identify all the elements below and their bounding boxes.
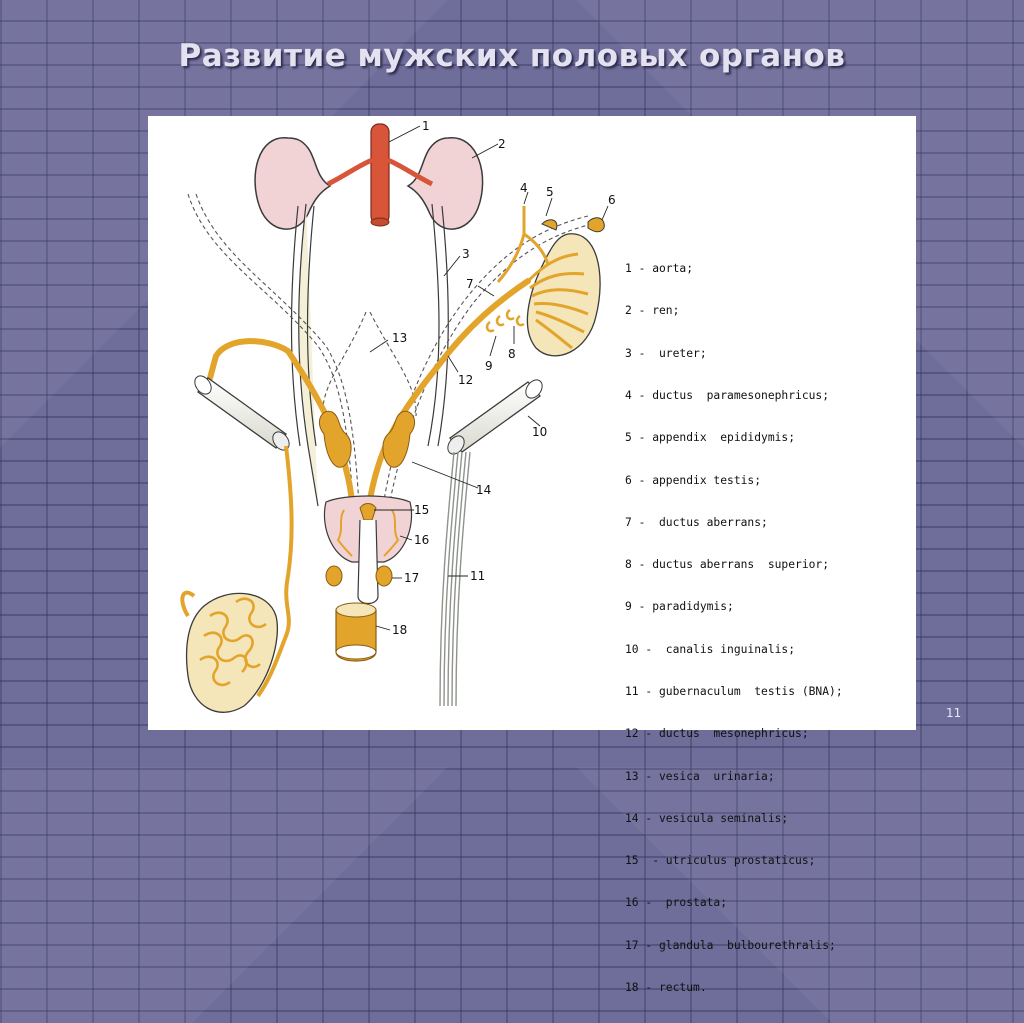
diagram-panel: 1 2 3 4 5 6 7 8 9 10 11 12 13 14 15 16 1… <box>148 116 916 994</box>
right-kidney <box>406 137 484 230</box>
left-glandula-bulbourethralis <box>325 565 343 587</box>
callout-6: 6 <box>608 193 616 207</box>
epididymis-lobules <box>523 232 589 350</box>
legend-item: 1 - aorta; <box>625 262 694 276</box>
legend-item: 16 - prostata; <box>625 896 728 910</box>
callout-8: 8 <box>508 347 516 361</box>
legend-item: 18 - rectum. <box>625 980 707 994</box>
left-ductus-deferens-coiled <box>256 445 294 698</box>
legend-item: 17 - glandula bulbourethralis; <box>625 938 836 952</box>
rectum <box>335 602 377 662</box>
callout-2: 2 <box>498 137 506 151</box>
callout-1: 1 <box>422 119 430 133</box>
legend-item: 15 - utriculus prostaticus; <box>625 854 816 868</box>
left-appendix <box>180 590 196 618</box>
aorta <box>326 123 434 227</box>
callout-lines <box>369 125 609 631</box>
prostatic-glands <box>336 509 400 557</box>
ductus-paramesonephricus <box>496 206 526 283</box>
callout-3: 3 <box>462 247 470 261</box>
callout-18: 18 <box>392 623 407 637</box>
legend-item: 8 - ductus aberrans superior; <box>625 558 830 572</box>
left-epididymis-convolutions <box>199 597 267 687</box>
ductus-mesonephricus <box>365 278 531 514</box>
callout-13: 13 <box>392 331 407 345</box>
legend-item: 6 - appendix testis; <box>625 473 762 487</box>
right-ureter <box>427 203 449 447</box>
legend-item: 2 - ren; <box>625 304 680 318</box>
legend-item: 7 - ductus aberrans; <box>625 515 768 529</box>
urethra <box>357 519 379 605</box>
callout-16: 16 <box>414 533 429 547</box>
legend-item: 14 - vesicula seminalis; <box>625 811 789 825</box>
right-vesicula-seminalis <box>382 410 415 468</box>
right-canalis-inguinalis <box>447 379 543 455</box>
legend: 1 - aorta; 2 - ren; 3 - ureter; 4 - duct… <box>625 234 915 1023</box>
left-kidney <box>254 137 332 230</box>
callout-10: 10 <box>532 425 547 439</box>
callout-9: 9 <box>485 359 493 373</box>
legend-item: 5 - appendix epididymis; <box>625 431 796 445</box>
callout-11: 11 <box>470 569 485 583</box>
vesica-urinaria <box>322 311 417 417</box>
legend-item: 13 - vesica urinaria; <box>625 769 775 783</box>
legend-item: 9 - paradidymis; <box>625 600 734 614</box>
callout-5: 5 <box>546 185 554 199</box>
legend-item: 11 - gubernaculum testis (BNA); <box>625 685 843 698</box>
left-testis <box>185 592 278 713</box>
callout-15: 15 <box>414 503 429 517</box>
callout-12: 12 <box>458 373 473 387</box>
right-glandula-bulbourethralis <box>375 565 393 587</box>
callout-7: 7 <box>466 277 474 291</box>
legend-item: 3 - ureter; <box>625 346 707 360</box>
utriculus-prostaticus <box>359 503 377 521</box>
left-canalis-inguinalis <box>194 375 290 451</box>
callout-4: 4 <box>520 181 528 195</box>
appendix-epididymis <box>541 219 558 231</box>
appendix-testis <box>587 217 605 233</box>
callout-17: 17 <box>404 571 419 585</box>
legend-item: 4 - ductus paramesonephricus; <box>625 389 830 403</box>
slide-page-number: 11 <box>946 706 962 720</box>
left-vesicula-seminalis <box>319 410 352 468</box>
legend-item: 10 - canalis inguinalis; <box>625 642 796 656</box>
paradidymis <box>485 308 525 333</box>
legend-item: 12 - ductus mesonephricus; <box>625 727 809 741</box>
gubernaculum-testis <box>439 451 471 707</box>
slide-title: Развитие мужских половых органов <box>178 38 846 74</box>
anatomy-illustration: 1 2 3 4 5 6 7 8 9 10 11 12 13 14 15 16 1… <box>180 119 616 713</box>
callout-14: 14 <box>476 483 491 497</box>
